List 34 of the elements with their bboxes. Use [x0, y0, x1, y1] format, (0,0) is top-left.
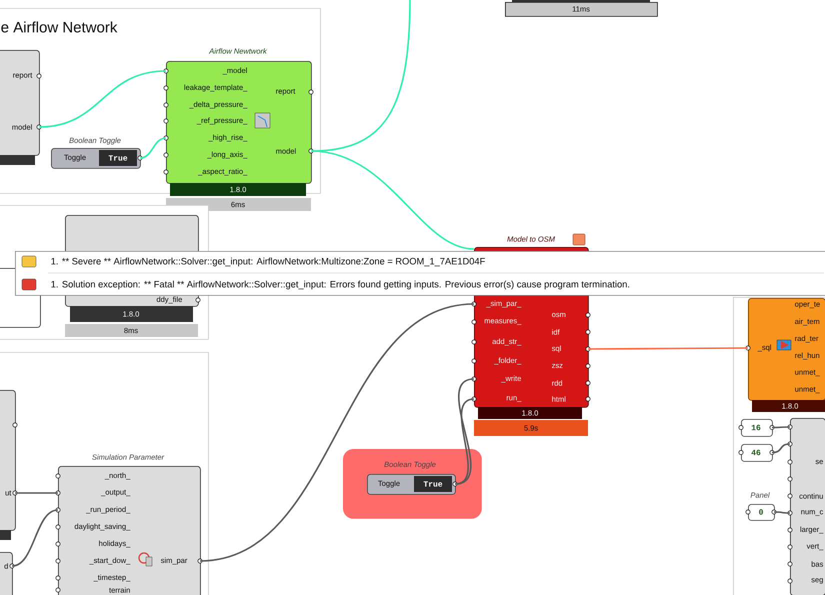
group-title: e Airflow Network	[1, 22, 118, 32]
timing-bar	[505, 0, 658, 17]
component	[0, 50, 42, 165]
component	[788, 418, 825, 595]
wire	[310, 0, 411, 152]
warning-message: 1. ** Severe ** AirflowNetwork::Solver::get_input: AirflowNetwork:Multizone:Zone = ROOM_1_7AE1D04F	[51, 258, 485, 266]
panel-value: 0	[759, 509, 763, 515]
wire	[772, 443, 790, 454]
panel	[738, 419, 774, 437]
toggle-value: True	[99, 150, 137, 166]
panel	[746, 492, 776, 521]
component	[0, 552, 14, 595]
wire	[588, 347, 748, 350]
toggle	[367, 462, 458, 495]
wire	[774, 511, 790, 514]
component	[56, 454, 202, 595]
toggle-value: True	[414, 476, 452, 492]
wire	[772, 426, 790, 428]
toggle	[51, 138, 142, 169]
wire	[200, 303, 474, 562]
component	[0, 390, 18, 540]
component	[164, 48, 314, 211]
wire	[140, 137, 166, 159]
wire	[12, 509, 58, 567]
error-tooltip	[15, 251, 825, 296]
error-message: 1. Solution exception: ** Fatal ** AirflowNetwork::Solver::get_input: Errors found getting inputs. Previous error(s) cause program termination.	[51, 280, 630, 290]
wire	[310, 150, 474, 250]
component	[746, 298, 825, 412]
panel-value: 16	[752, 424, 760, 430]
wire	[38, 70, 166, 128]
panel-value: 46	[752, 450, 760, 456]
wire	[15, 492, 58, 494]
wire	[454, 398, 474, 485]
panel	[738, 444, 774, 462]
